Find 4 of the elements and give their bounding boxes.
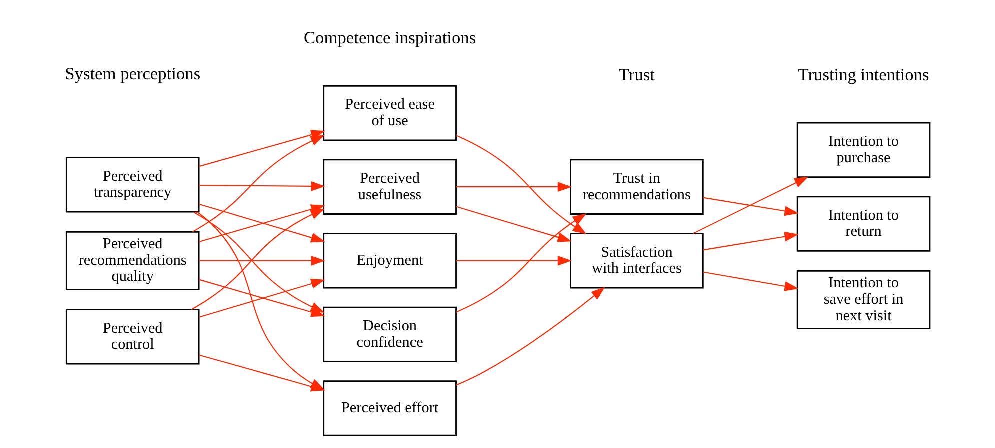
label: Competence inspirations: [304, 28, 476, 48]
label: System perceptions: [65, 64, 201, 84]
label: Trusting intentions: [798, 66, 930, 85]
label: Trust: [618, 66, 655, 85]
